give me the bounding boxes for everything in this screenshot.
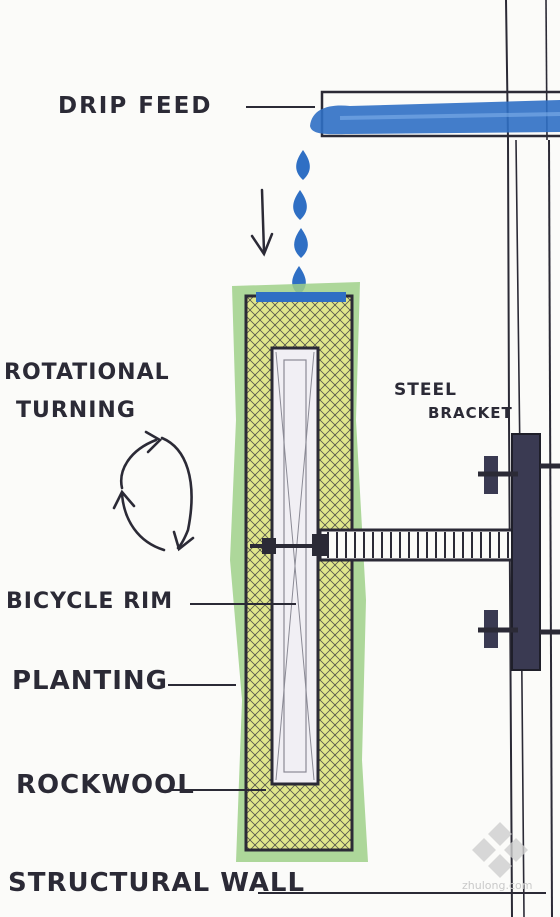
watermark-text: zhulong.com <box>462 879 533 892</box>
circular-arrows-icon <box>112 430 195 552</box>
rockwool-label: ROCKWOOL <box>16 770 195 800</box>
drip-feed-label: DRIP FEED <box>58 93 213 119</box>
structural-wall <box>505 0 553 917</box>
arrow-down-icon <box>250 188 274 257</box>
rotational-label: ROTATIONAL <box>4 360 170 385</box>
drip-cap <box>256 292 346 302</box>
steel-bracket-arm <box>250 528 516 562</box>
water-drops <box>292 150 310 295</box>
drip-feed-pipe <box>310 90 560 138</box>
bicycle-rim-label: BICYCLE RIM <box>6 589 174 614</box>
bicycle-rim <box>270 346 320 786</box>
leader-lines <box>168 603 546 894</box>
steel-bracket <box>478 433 560 671</box>
planting-label: PLANTING <box>12 666 169 696</box>
steel-label: STEEL <box>394 380 457 400</box>
structural-wall-label: STRUCTURAL WALL <box>8 868 306 898</box>
turning-label: TURNING <box>16 398 136 423</box>
bracket-label: BRACKET <box>428 404 513 422</box>
watermark-logo <box>472 822 528 878</box>
